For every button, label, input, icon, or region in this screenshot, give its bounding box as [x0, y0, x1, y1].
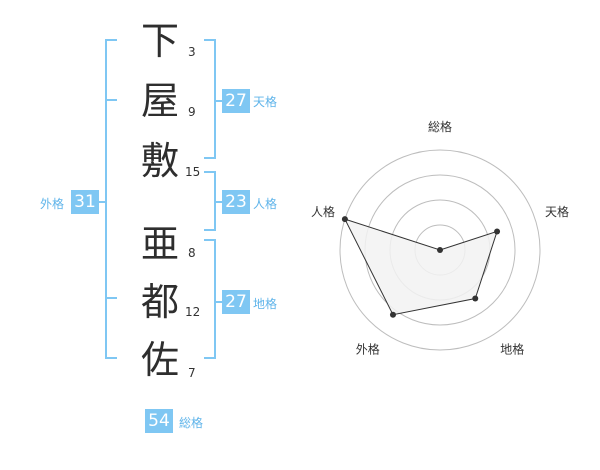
stroke-count-2: 9: [188, 105, 196, 119]
tenkaku-bracket: [204, 39, 216, 159]
chikaku-label: 地格: [253, 297, 278, 311]
name-char-6: 佐: [140, 338, 179, 382]
name-char-3: 敷: [140, 139, 179, 183]
radar-point-3: [472, 295, 479, 302]
radar-grid-ring: [339, 149, 541, 351]
radar-axis-label-4: 外格: [356, 342, 380, 357]
name-char-4: 亜: [140, 222, 179, 266]
name-char-1: 下: [140, 19, 179, 63]
stroke-count-3: 15: [185, 165, 201, 179]
radar-axis-label-5: 人格: [311, 204, 335, 219]
stroke-count-1: 3: [188, 45, 196, 59]
radar-point-2: [494, 228, 501, 235]
name-char-2: 屋: [140, 79, 179, 123]
stroke-count-4: 8: [188, 246, 196, 260]
stroke-count-5: 12: [185, 305, 201, 319]
gaikaku-value-badge: 31: [71, 190, 99, 214]
jinkaku-label: 人格: [253, 197, 278, 211]
radar-point-5: [341, 216, 348, 223]
radar-polygon: [343, 218, 498, 316]
gaikaku-label: 外格: [40, 197, 65, 211]
name-char-5: 都: [140, 280, 179, 324]
tenkaku-label: 天格: [253, 95, 278, 109]
radar-axis-label-1: 総格: [428, 119, 452, 134]
radar-point-1: [437, 247, 443, 253]
soukaku-label: 総格: [179, 416, 204, 430]
chikaku-bracket: [204, 239, 216, 359]
radar-axis-label-2: 天格: [545, 204, 569, 219]
gaikaku-bracket: [105, 39, 117, 359]
stroke-count-6: 7: [188, 366, 196, 380]
radar-point-4: [389, 311, 396, 318]
chikaku-value-badge: 27: [222, 290, 250, 314]
radar-axis-label-3: 地格: [500, 342, 524, 357]
jinkaku-value-badge: 23: [222, 190, 250, 214]
tenkaku-value-badge: 27: [222, 89, 250, 113]
soukaku-value-badge: 54: [145, 409, 173, 433]
